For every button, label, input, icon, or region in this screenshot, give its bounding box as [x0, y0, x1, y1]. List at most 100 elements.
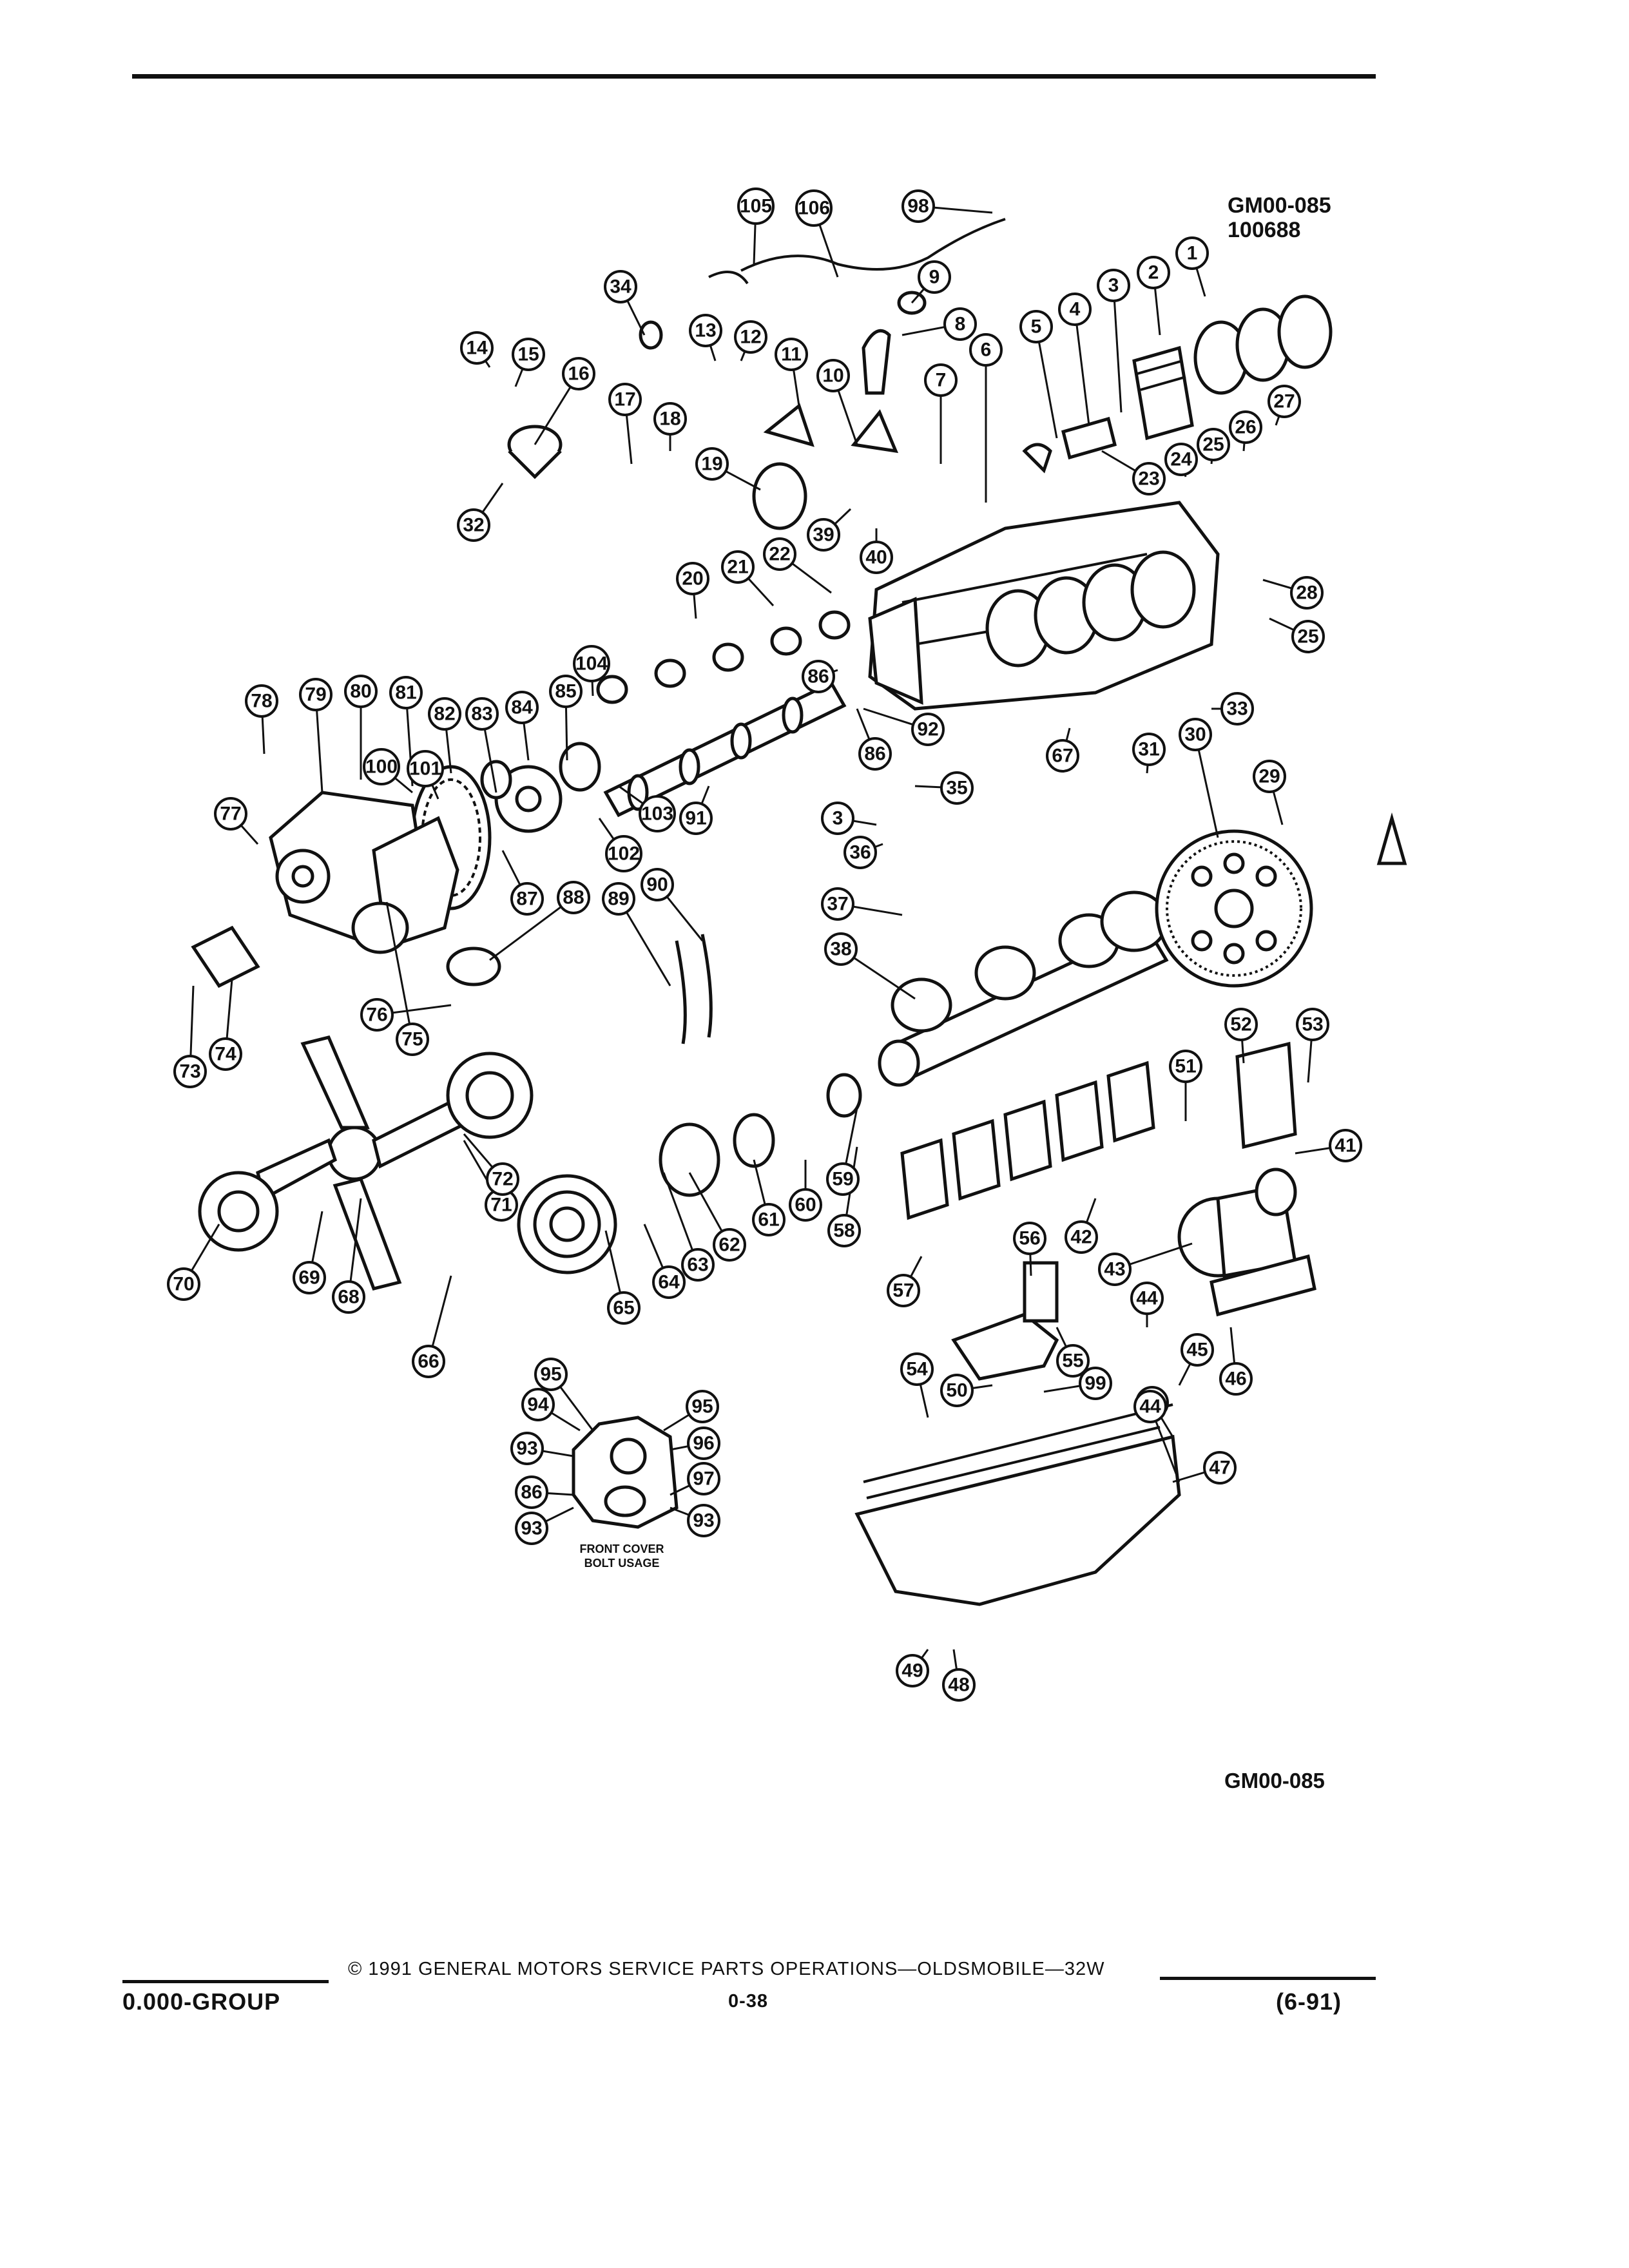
callout-number: 43: [1104, 1259, 1125, 1280]
callout-84: 84: [505, 691, 539, 724]
callout-number: 3: [833, 808, 843, 829]
callout-bubble: [505, 691, 539, 724]
leader-line-4: [1074, 309, 1090, 426]
callout-21: 21: [721, 550, 755, 584]
header-date-code: 100688: [1228, 218, 1301, 242]
footer-page-number: 0-38: [728, 1991, 769, 2012]
callout-86: 86: [858, 737, 892, 771]
callout-bubble: [1181, 1333, 1214, 1367]
callout-66: 66: [412, 1345, 445, 1378]
callout-number: 103: [641, 803, 673, 825]
callout-bubble: [604, 270, 637, 303]
callout-number: 62: [718, 1235, 740, 1256]
callout-bubble: [549, 675, 583, 708]
callout-number: 95: [691, 1396, 713, 1418]
callout-2: 2: [1137, 256, 1170, 289]
callout-6: 6: [969, 333, 1003, 367]
callout-number: 54: [906, 1359, 928, 1380]
header-code-block: GM00-085 100688: [1228, 193, 1331, 242]
callout-number: 3: [1108, 275, 1119, 296]
callout-number: 5: [1031, 316, 1042, 338]
callout-number: 34: [610, 276, 631, 298]
callout-10: 10: [816, 359, 850, 392]
callout-bubble: [293, 1261, 326, 1294]
callout-30: 30: [1179, 718, 1212, 751]
callout-55: 55: [1056, 1344, 1090, 1378]
callout-12: 12: [734, 320, 767, 354]
callout-number: 58: [833, 1220, 854, 1242]
callout-bubble: [1097, 269, 1130, 302]
callout-bubble: [562, 357, 595, 390]
callout-bubble: [775, 338, 808, 371]
callout-number: 46: [1225, 1369, 1246, 1390]
oil-pump-drawing: [951, 1261, 1059, 1381]
callout-89: 89: [602, 882, 635, 916]
callout-bubble: [1203, 1451, 1237, 1485]
callout-99: 99: [1079, 1367, 1112, 1400]
callout-number: 31: [1138, 739, 1159, 760]
callout-bubble: [639, 795, 676, 832]
callout-106: 106: [795, 189, 833, 227]
callout-5: 5: [1019, 310, 1053, 343]
callout-number: 50: [946, 1380, 967, 1401]
callout-76: 76: [360, 998, 394, 1032]
callout-54: 54: [900, 1352, 934, 1386]
callout-bubble: [332, 1280, 365, 1314]
callout-bubble: [843, 836, 877, 869]
callout-25: 25: [1291, 620, 1325, 653]
callout-number: 29: [1258, 766, 1280, 787]
callout-93: 93: [515, 1512, 548, 1545]
callout-37: 37: [821, 887, 854, 921]
flywheel-drawing: [1155, 829, 1313, 988]
leader-line-89: [617, 898, 671, 986]
callout-64: 64: [652, 1265, 686, 1299]
callout-number: 19: [701, 454, 722, 475]
callout-53: 53: [1296, 1008, 1329, 1041]
callout-number: 105: [740, 196, 772, 217]
callout-95: 95: [686, 1390, 719, 1423]
callout-bubble: [821, 802, 854, 835]
callout-3: 3: [821, 802, 854, 835]
callout-bubble: [1175, 236, 1209, 270]
callout-number: 26: [1235, 417, 1256, 438]
callout-bubble: [1253, 760, 1286, 793]
callout-number: 59: [832, 1169, 853, 1190]
callout-bubble: [653, 402, 687, 436]
callout-52: 52: [1224, 1008, 1258, 1041]
callout-number: 63: [687, 1254, 708, 1276]
top-rule: [132, 74, 1376, 79]
callout-26: 26: [1229, 410, 1262, 444]
callout-90: 90: [641, 868, 674, 901]
callout-bubble: [752, 1203, 786, 1236]
callout-number: 9: [929, 267, 940, 288]
callout-33: 33: [1220, 692, 1254, 726]
callout-number: 61: [758, 1209, 779, 1231]
callout-98: 98: [901, 189, 935, 223]
callout-78: 78: [245, 684, 278, 718]
callout-16: 16: [562, 357, 595, 390]
callout-number: 89: [608, 889, 629, 910]
callout-82: 82: [428, 697, 461, 731]
callout-bubble: [737, 187, 775, 225]
callout-bubble: [299, 678, 333, 711]
callout-49: 49: [896, 1654, 929, 1687]
callout-73: 73: [173, 1055, 207, 1088]
callout-number: 93: [521, 1518, 542, 1539]
callout-86: 86: [802, 660, 835, 693]
inset-caption-line1: FRONT COVER: [579, 1542, 664, 1555]
oil-pan-drawing: [854, 1403, 1181, 1606]
callout-96: 96: [687, 1427, 720, 1460]
callout-3: 3: [1097, 269, 1130, 302]
callout-bubble: [676, 562, 709, 595]
callout-number: 93: [516, 1438, 537, 1459]
callout-97: 97: [687, 1462, 720, 1495]
callout-number: 33: [1226, 698, 1248, 720]
callout-44: 44: [1130, 1282, 1164, 1315]
callout-number: 47: [1209, 1457, 1230, 1479]
callout-bubble: [901, 189, 935, 223]
callout-number: 86: [864, 744, 885, 765]
callout-bubble: [407, 750, 444, 787]
callout-38: 38: [824, 932, 858, 966]
callout-bubble: [652, 1265, 686, 1299]
